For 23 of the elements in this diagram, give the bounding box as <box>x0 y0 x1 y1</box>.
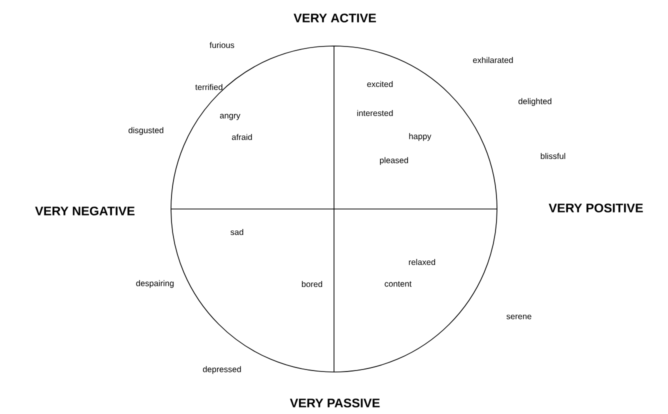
emotion-label: angry <box>220 114 240 120</box>
emotion-label: pleased <box>380 157 408 165</box>
emotion-label: excited <box>367 80 393 88</box>
emotion-label: terrified <box>195 84 222 90</box>
emotion-label: furious <box>210 42 234 48</box>
emotion-label: happy <box>409 133 432 141</box>
emotion-label: serene <box>506 314 532 320</box>
axis-label: VERY NEGATIVE <box>35 206 135 216</box>
emotion-label: content <box>384 281 412 287</box>
emotion-label: despairing <box>136 280 174 288</box>
emotion-label: disgusted <box>128 127 164 135</box>
emotion-label: interested <box>357 110 393 116</box>
emotion-label: relaxed <box>408 258 436 266</box>
emotion-label: afraid <box>232 134 252 140</box>
emotion-label: delighted <box>518 98 552 106</box>
emotion-label: bored <box>302 280 322 288</box>
axis-label: VERY POSITIVE <box>548 204 643 212</box>
axis-label: VERY ACTIVE <box>294 14 376 22</box>
emotion-label: depressed <box>202 366 241 374</box>
emotion-label: sad <box>230 228 244 236</box>
emotion-label: exhilarated <box>473 56 513 64</box>
emotion-label: blissful <box>540 152 566 160</box>
axis-label: VERY PASSIVE <box>290 398 380 408</box>
